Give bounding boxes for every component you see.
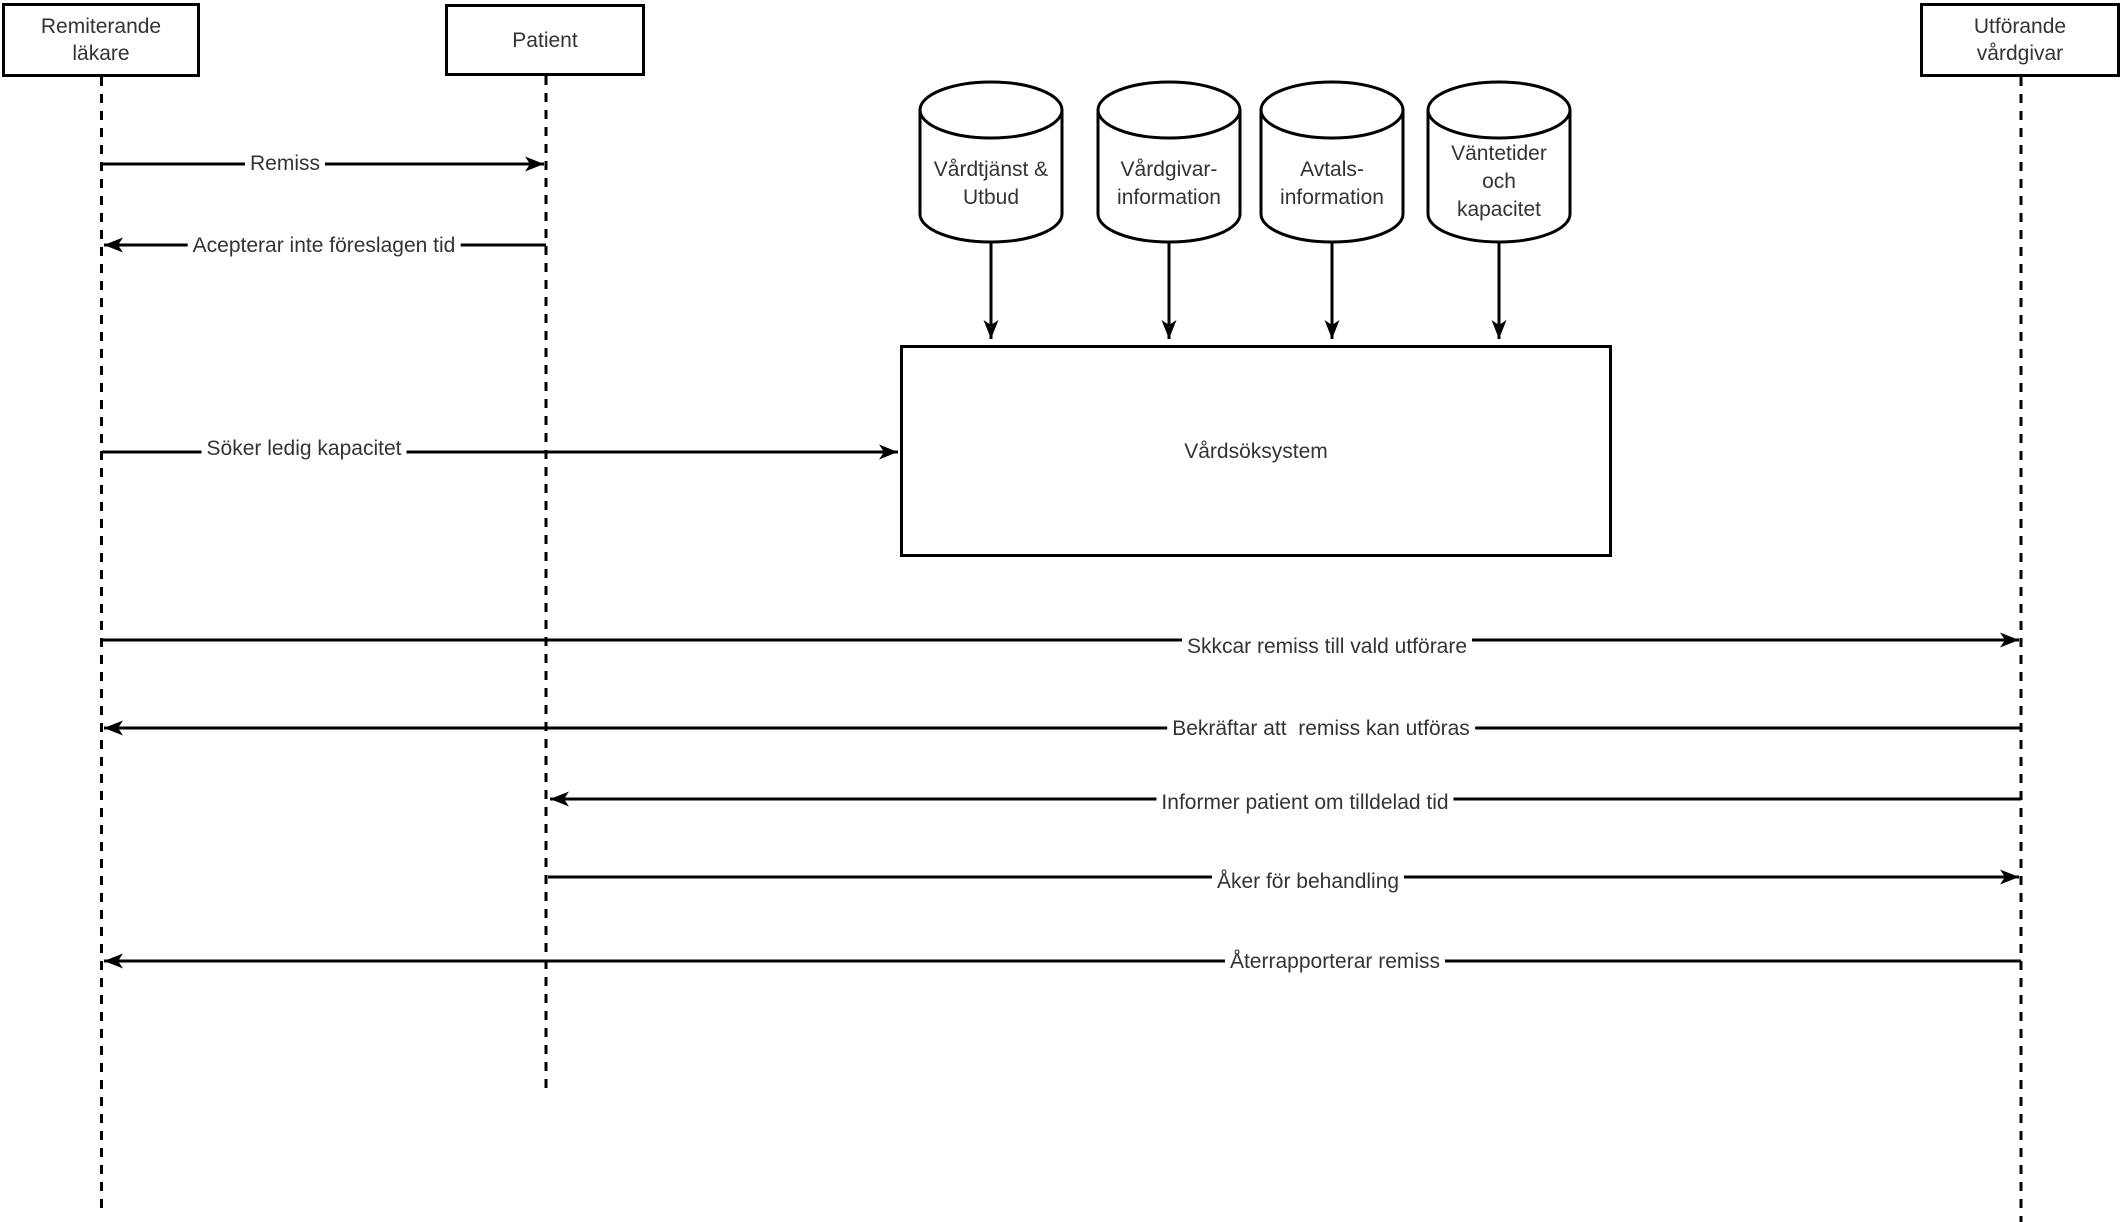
cylinder-body <box>1426 110 1572 244</box>
actor-label: Utförande vårdgivar <box>1973 15 2067 65</box>
actor-box-utforande-vardgivar[interactable]: Utförande vårdgivar <box>1920 3 2120 77</box>
message-label-acepterar-inte-foreslagen-tid: Acepterar inte föreslagen tid <box>187 233 461 259</box>
message-label-aterrapporterar-remiss: Återrapporterar remiss <box>1224 949 1446 975</box>
datastore-cylinder-avtals-information[interactable] <box>1259 80 1405 244</box>
cylinder-top <box>918 80 1064 140</box>
actor-box-remiterande-lakare[interactable]: Remiterande läkare <box>2 3 200 77</box>
message-label-soker-ledig-kapacitet: Söker ledig kapacitet <box>201 436 407 462</box>
message-label-informer-patient: Informer patient om tilldelad tid <box>1156 790 1454 816</box>
actor-label: Patient <box>512 28 578 52</box>
datastore-cylinder-vardtjanst-utbud[interactable] <box>918 80 1064 244</box>
cylinder-body <box>918 110 1064 244</box>
message-label-aker-for-behandling: Åker för behandling <box>1211 869 1405 895</box>
message-label-bekraftar-remiss: Bekräftar att remiss kan utföras <box>1167 716 1475 742</box>
actor-label: Remiterande läkare <box>40 15 162 65</box>
actor-box-patient[interactable]: Patient <box>445 4 645 76</box>
system-label: Vårdsöksystem <box>1184 439 1328 463</box>
cylinder-top <box>1096 80 1242 140</box>
cylinder-top <box>1259 80 1405 140</box>
cylinder-body <box>1096 110 1242 244</box>
message-label-remiss: Remiss <box>244 151 326 177</box>
datastore-cylinder-vardgivar-information[interactable] <box>1096 80 1242 244</box>
datastore-cylinder-vantetider-kapacitet[interactable] <box>1426 80 1572 244</box>
cylinder-body <box>1259 110 1405 244</box>
message-label-skkcar-remiss: Skkcar remiss till vald utförare <box>1181 634 1473 660</box>
system-box-vardsoksystem[interactable]: Vårdsöksystem <box>900 345 1612 557</box>
cylinder-top <box>1426 80 1572 140</box>
